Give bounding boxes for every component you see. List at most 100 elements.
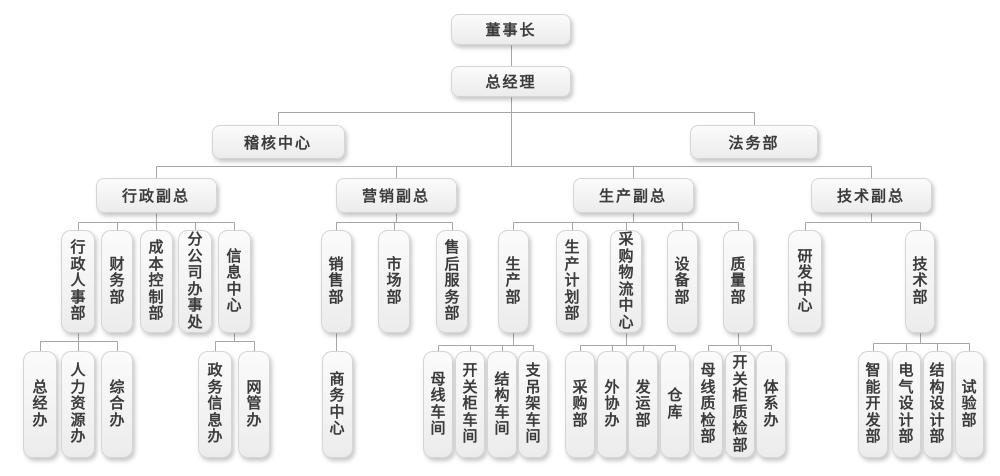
org-node-intelligent-dev-dept[interactable]: 智能开发部 [858, 351, 888, 458]
org-node-production-planning-dept[interactable]: 生产计划部 [556, 230, 588, 333]
vertical-label-char: 息 [207, 411, 223, 429]
vertical-label-char: 公 [187, 247, 203, 265]
vertical-label-char: 中 [226, 280, 242, 298]
vertical-label-char: 母 [700, 362, 716, 380]
org-node-production-dept[interactable]: 生产部 [497, 230, 529, 333]
org-node-switchgear-workshop[interactable]: 开关柜车间 [455, 351, 485, 458]
vertical-label-char: 产 [505, 272, 521, 290]
vertical-label-char: 间 [525, 428, 541, 446]
vertical-label-char: 购 [572, 395, 588, 413]
org-node-admin-hr-dept[interactable]: 行政人事部 [61, 230, 95, 333]
vertical-label-char: 试 [961, 378, 977, 396]
vertical-label-char: 体 [763, 378, 779, 396]
vertical-label-char: 合 [109, 395, 125, 413]
org-node-quality-dept[interactable]: 质量部 [722, 230, 754, 333]
vertical-label-char: 采 [618, 231, 634, 248]
vertical-label-char: 生 [505, 255, 521, 273]
org-node-business-center[interactable]: 商务中心 [321, 351, 353, 458]
vertical-label-char: 本 [148, 255, 164, 273]
vertical-label-char: 产 [564, 255, 580, 273]
vertical-label-char: 气 [898, 378, 914, 396]
vertical-label-char: 部 [505, 288, 521, 306]
org-node-general-manager[interactable]: 总经理 [451, 66, 571, 97]
vertical-label-char: 制 [148, 288, 164, 306]
vertical-label-char: 间 [462, 428, 478, 446]
vertical-label-char: 开 [732, 354, 748, 371]
org-node-chairman[interactable]: 董事长 [451, 14, 571, 45]
org-node-hr-office[interactable]: 人力资源办 [61, 351, 95, 458]
vertical-label-char: 构 [929, 378, 945, 396]
vertical-label-char: 线 [700, 378, 716, 396]
vertical-label-char: 行 [70, 239, 86, 257]
vertical-label-char: 发 [797, 264, 813, 281]
org-node-warehouse[interactable]: 仓库 [660, 351, 690, 458]
vertical-label-char: 库 [667, 403, 683, 421]
org-node-rd-center[interactable]: 研发中心 [788, 230, 822, 333]
org-node-finance-dept[interactable]: 财务部 [101, 230, 133, 333]
org-node-system-office[interactable]: 体系办 [756, 351, 786, 458]
vertical-label-char: 部 [444, 305, 460, 323]
org-node-tech-vp[interactable]: 技术副总 [810, 178, 932, 213]
vertical-label-char: 支 [525, 362, 541, 380]
vertical-label-char: 服 [444, 272, 460, 290]
vertical-label-char: 办 [763, 411, 779, 429]
vertical-label-char: 人 [70, 362, 86, 380]
org-node-electrical-design-dept[interactable]: 电气设计部 [891, 351, 921, 458]
vertical-label-char: 控 [148, 272, 164, 290]
org-node-gov-info-office[interactable]: 政务信息办 [198, 351, 232, 458]
vertical-label-char: 研 [797, 247, 813, 265]
org-node-hanger-workshop[interactable]: 支吊架车间 [518, 351, 548, 458]
vertical-label-char: 架 [525, 395, 541, 413]
vertical-label-char: 协 [604, 395, 620, 413]
org-node-production-vp[interactable]: 生产副总 [572, 178, 694, 213]
org-node-procurement-logistics-center[interactable]: 采购物流中心 [610, 230, 642, 333]
org-node-admin-vp[interactable]: 行政副总 [95, 178, 217, 213]
org-node-structure-workshop[interactable]: 结构车间 [487, 351, 517, 458]
vertical-label-char: 电 [898, 362, 914, 380]
vertical-label-char: 购 [618, 247, 634, 265]
vertical-label-char: 设 [674, 255, 690, 273]
org-node-marketing-vp[interactable]: 营销副总 [335, 178, 457, 213]
org-node-structural-design-dept[interactable]: 结构设计部 [922, 351, 952, 458]
org-node-sales-dept[interactable]: 销售部 [320, 230, 352, 333]
vertical-label-char: 车 [494, 403, 510, 421]
org-node-market-dept[interactable]: 市场部 [378, 230, 410, 333]
org-node-outsourcing-office[interactable]: 外协办 [597, 351, 627, 458]
vertical-label-char: 后 [444, 255, 460, 273]
org-node-shipping-dept[interactable]: 发运部 [628, 351, 658, 458]
org-node-busbar-workshop[interactable]: 母线车间 [423, 351, 453, 458]
org-node-busbar-qc-dept[interactable]: 母线质检部 [693, 351, 723, 458]
vertical-label-char: 部 [674, 288, 690, 306]
vertical-label-char: 外 [604, 378, 620, 396]
org-node-general-affairs-office[interactable]: 综合办 [101, 351, 133, 458]
org-node-after-sales-service-dept[interactable]: 售后服务部 [436, 230, 468, 333]
vertical-label-char: 结 [494, 370, 510, 388]
org-node-info-center[interactable]: 信息中心 [217, 230, 251, 333]
org-node-test-dept[interactable]: 试验部 [954, 351, 984, 458]
vertical-label-char: 政 [70, 255, 86, 273]
vertical-label-char: 智 [865, 362, 881, 380]
vertical-label-char: 力 [70, 378, 86, 396]
org-node-network-office[interactable]: 网管办 [238, 351, 270, 458]
org-node-switchgear-qc-dept[interactable]: 开关柜质检部 [725, 351, 755, 458]
vertical-label-char: 售 [328, 272, 344, 290]
org-node-branch-office[interactable]: 分公司办事处 [178, 230, 212, 333]
vertical-label-char: 开 [462, 362, 478, 380]
vertical-label-char: 划 [564, 288, 580, 306]
org-node-audit-center[interactable]: 稽核中心 [211, 125, 345, 159]
vertical-label-char: 场 [386, 272, 402, 290]
org-node-legal-dept[interactable]: 法务部 [690, 125, 818, 159]
vertical-label-char: 设 [929, 395, 945, 413]
vertical-label-char: 柜 [462, 395, 478, 413]
vertical-label-char: 处 [187, 313, 203, 331]
vertical-label-char: 间 [494, 420, 510, 437]
org-node-procurement-dept[interactable]: 采购部 [565, 351, 595, 458]
org-node-gm-office[interactable]: 总经办 [23, 351, 57, 458]
vertical-label-char: 结 [929, 362, 945, 380]
vertical-label-char: 销 [328, 255, 344, 273]
org-node-cost-control-dept[interactable]: 成本控制部 [139, 230, 173, 333]
org-node-tech-dept[interactable]: 技术部 [905, 230, 935, 333]
org-node-equipment-dept[interactable]: 设备部 [666, 230, 698, 333]
vertical-label-char: 量 [730, 272, 746, 290]
